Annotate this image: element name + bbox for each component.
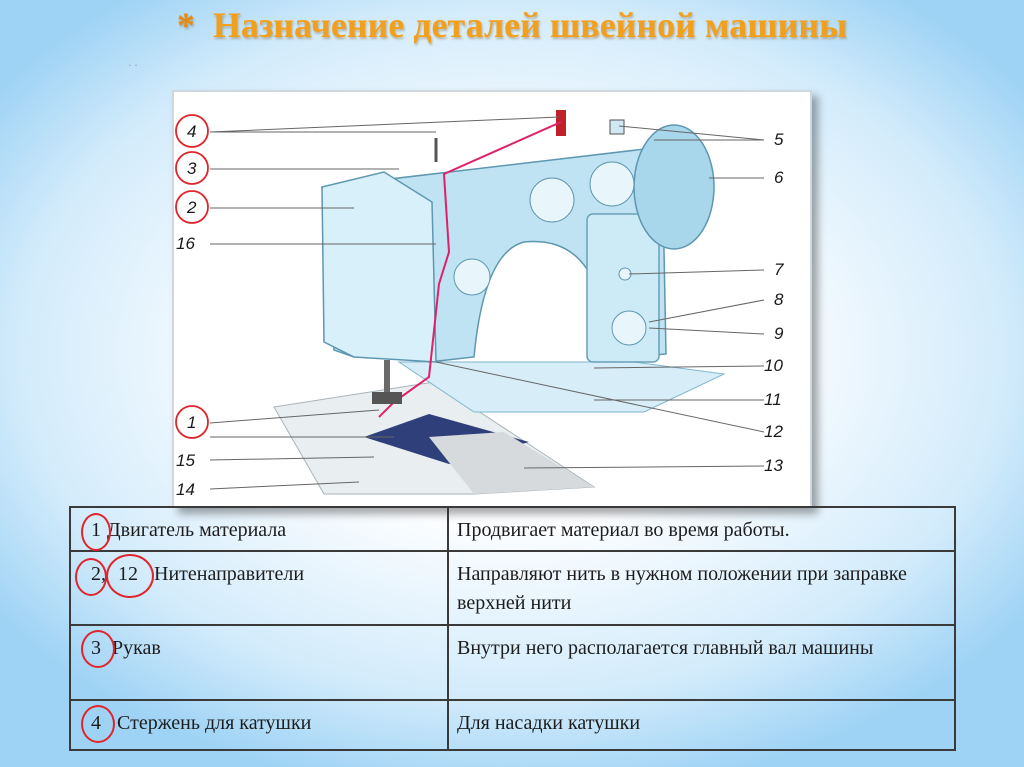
label-13: 13 xyxy=(764,456,783,475)
red-circle xyxy=(81,705,115,743)
title-marker: * xyxy=(177,5,195,45)
label-16: 16 xyxy=(176,234,195,253)
part-number: 12 xyxy=(112,560,144,589)
label-10: 10 xyxy=(764,356,783,375)
table-row: 4 Стержень для катушки Для насадки катуш… xyxy=(70,700,955,750)
label-14: 14 xyxy=(176,480,195,499)
decor-dots: ·· xyxy=(128,58,140,73)
label-6: 6 xyxy=(774,168,784,187)
sewing-machine-svg: 4 3 2 16 1 15 14 5 6 7 8 9 10 11 12 13 xyxy=(174,92,810,506)
label-11: 11 xyxy=(764,390,782,409)
label-9: 9 xyxy=(774,324,784,343)
part-name: Нитенаправители xyxy=(154,563,304,585)
right-number-labels: 5 6 7 8 9 10 11 12 13 xyxy=(764,130,784,475)
label-12: 12 xyxy=(764,422,783,441)
part-name: Стержень для катушки xyxy=(117,712,311,734)
table-row: 3 Рукав Внутри него располагается главны… xyxy=(70,625,955,700)
label-1: 1 xyxy=(187,413,196,432)
label-3: 3 xyxy=(187,159,197,178)
sewing-machine-diagram: 4 3 2 16 1 15 14 5 6 7 8 9 10 11 12 13 xyxy=(172,90,812,508)
table-row: 2, 12 Нитенаправители Направляют нить в … xyxy=(70,551,955,625)
part-purpose-cell: Внутри него располагается главный вал ма… xyxy=(448,625,955,700)
label-4: 4 xyxy=(187,122,196,141)
knob-2 xyxy=(590,162,634,206)
part-purpose: Внутри него располагается главный вал ма… xyxy=(457,637,873,659)
part-name: Рукав xyxy=(112,637,161,659)
part-purpose-cell: Для насадки катушки xyxy=(448,700,955,750)
label-5: 5 xyxy=(774,130,784,149)
red-circle xyxy=(81,513,111,551)
part-name-cell: 3 Рукав xyxy=(70,625,448,700)
stitch-knob xyxy=(612,311,646,345)
red-circle xyxy=(81,630,115,668)
part-name-cell: 1 Двигатель материала xyxy=(70,507,448,551)
handwheel xyxy=(634,125,714,249)
part-purpose: Направляют нить в нужном положении при з… xyxy=(457,563,907,614)
label-7: 7 xyxy=(774,260,784,279)
part-name: Двигатель материала xyxy=(107,519,286,541)
label-8: 8 xyxy=(774,290,784,309)
bobbin-winder xyxy=(610,120,624,134)
label-15: 15 xyxy=(176,451,195,470)
tension-knob xyxy=(454,259,490,295)
part-name-cell: 2, 12 Нитенаправители xyxy=(70,551,448,625)
title-text: Назначение деталей швейной машины xyxy=(213,5,847,45)
table-row: 1 Двигатель материала Продвигает материа… xyxy=(70,507,955,551)
part-purpose: Продвигает материал во время работы. xyxy=(457,519,790,541)
slide-title: * Назначение деталей швейной машины xyxy=(0,4,1024,46)
knob-1 xyxy=(530,178,574,222)
part-number: 3 xyxy=(85,634,107,663)
label-2: 2 xyxy=(186,198,197,217)
part-name-cell: 4 Стержень для катушки xyxy=(70,700,448,750)
red-circle xyxy=(106,554,154,598)
machine-head xyxy=(322,172,436,362)
part-number: 1 xyxy=(85,516,107,545)
presser-foot xyxy=(372,392,402,404)
part-purpose-cell: Продвигает материал во время работы. xyxy=(448,507,955,551)
part-purpose-cell: Направляют нить в нужном положении при з… xyxy=(448,551,955,625)
part-purpose: Для насадки катушки xyxy=(457,712,640,734)
parts-table: 1 Двигатель материала Продвигает материа… xyxy=(69,506,956,751)
red-circle xyxy=(75,558,107,596)
part-number: 4 xyxy=(85,709,107,738)
